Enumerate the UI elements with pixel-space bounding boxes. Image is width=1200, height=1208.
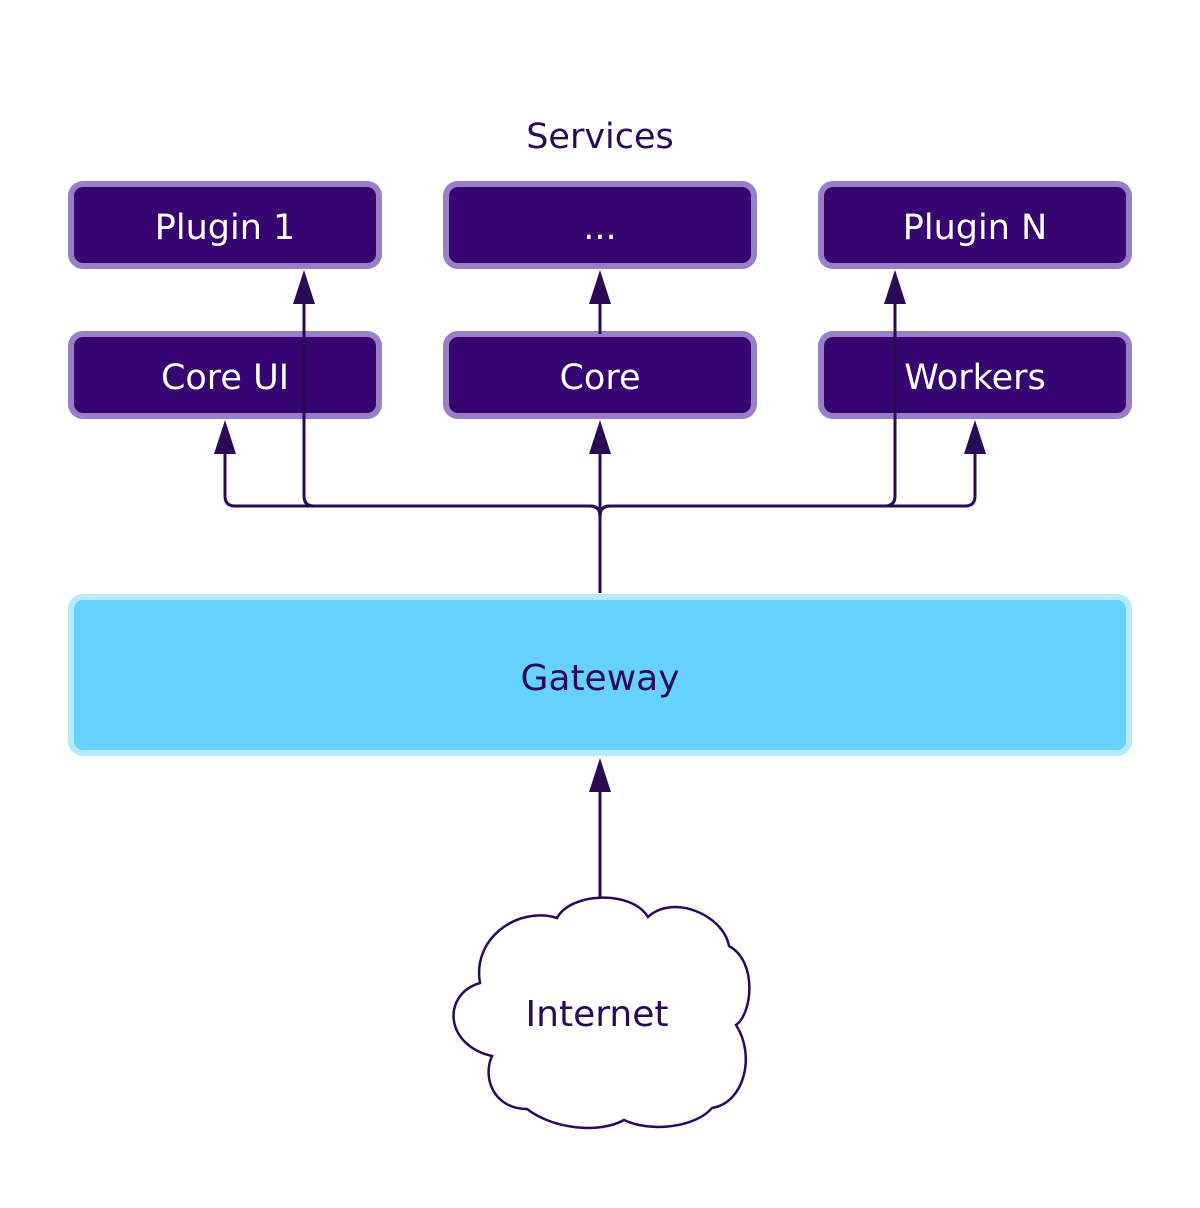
plugin-box-ellipsis: ... bbox=[443, 181, 757, 269]
arrowhead-workers bbox=[964, 420, 986, 454]
workers-box: Workers bbox=[818, 331, 1132, 419]
arrowhead-plugin-n bbox=[884, 270, 906, 304]
core-ui-label: Core UI bbox=[161, 358, 289, 398]
arrowhead-plugin-1 bbox=[293, 270, 315, 304]
plugin-label-ellipsis: ... bbox=[583, 208, 616, 248]
gateway-to-workers-connector bbox=[598, 446, 977, 593]
services-title: Services bbox=[526, 117, 674, 157]
plugin-box-1: Plugin 1 bbox=[68, 181, 382, 269]
plugin-box-n: Plugin N bbox=[818, 181, 1132, 269]
gateway-label: Gateway bbox=[520, 658, 679, 699]
plugin-label-1: Plugin 1 bbox=[155, 208, 296, 248]
core-ui-box: Core UI bbox=[68, 331, 382, 419]
arrowhead-ellipsis bbox=[589, 270, 611, 304]
internet-cloud: Internet bbox=[452, 896, 751, 1130]
core-box: Core bbox=[443, 331, 757, 419]
arrowhead-core-ui bbox=[214, 420, 236, 454]
internet-label: Internet bbox=[526, 994, 669, 1035]
gateway-box: Gateway bbox=[68, 594, 1132, 756]
arrowheads bbox=[214, 270, 986, 792]
core-label: Core bbox=[559, 358, 640, 398]
workers-label: Workers bbox=[904, 358, 1046, 398]
cloud-icon bbox=[452, 896, 751, 1130]
arrowhead-gateway bbox=[589, 758, 611, 792]
arrowhead-core bbox=[589, 420, 611, 454]
gateway-to-core-ui-connector bbox=[223, 446, 602, 593]
plugin-label-n: Plugin N bbox=[903, 208, 1047, 248]
